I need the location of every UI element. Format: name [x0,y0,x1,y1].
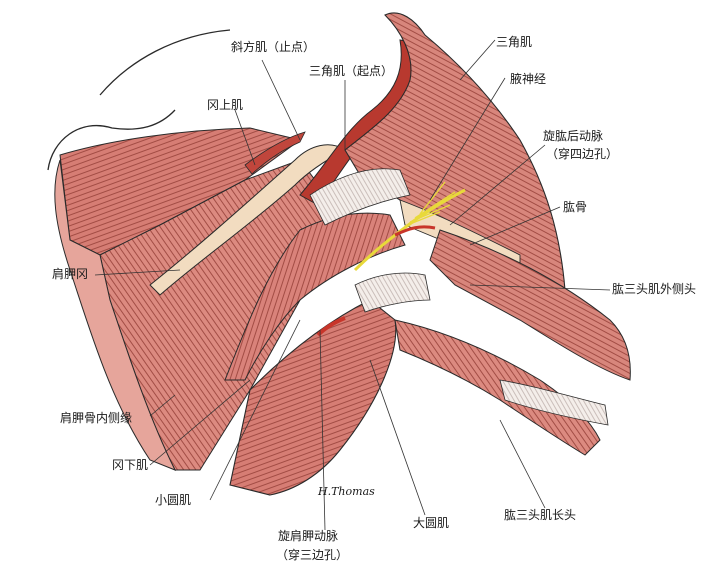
skin-contour [47,109,176,171]
label-posterior-circumflex-humeral-artery: 旋肱后动脉 [543,129,604,143]
label-spine-of-scapula: 肩胛冈 [52,267,89,281]
teres-tendon [354,272,431,313]
teres-minor-muscle [224,212,406,381]
label-axillary-nerve: 腋神经 [510,72,547,86]
label-triceps-lateral-head: 肱三头肌外侧头 [612,282,697,296]
artist-signature: H.Thomas [318,485,375,498]
trapezius-insertion-edge [244,131,306,175]
label-circumflex-scapular-artery-sub: （穿三边孔） [276,548,349,562]
triceps-tendon [499,379,609,426]
label-medial-border-scapula: 肩胛骨内侧缘 [60,411,133,425]
label-humerus: 肱骨 [563,200,588,214]
label-deltoid: 三角肌 [496,35,533,49]
scapula-medial-region [54,159,177,471]
label-circumflex-scapular-artery: 旋肩胛动脉 [278,529,339,543]
neck-contour [99,29,231,96]
posterior-circumflex-humeral-artery [394,225,436,237]
label-triceps-long-head: 肱三头肌长头 [504,508,577,522]
label-posterior-circumflex-humeral-artery-sub: （穿四边孔） [546,147,619,161]
label-deltoid-origin: 三角肌（起点） [309,64,394,78]
axillary-nerve-branches [404,181,456,227]
label-teres-minor: 小圆肌 [155,493,192,507]
leader-lines [94,39,611,531]
triceps-lateral-head [429,229,631,381]
label-teres-major: 大圆肌 [413,516,450,530]
rotator-cuff-tendon [309,168,411,226]
label-supraspinatus: 冈上肌 [207,98,244,112]
label-infraspinatus: 冈下肌 [112,458,149,472]
triceps-long-head [394,319,601,456]
teres-major-muscle [229,299,397,496]
label-trapezius-insertion: 斜方肌（止点） [231,40,316,54]
